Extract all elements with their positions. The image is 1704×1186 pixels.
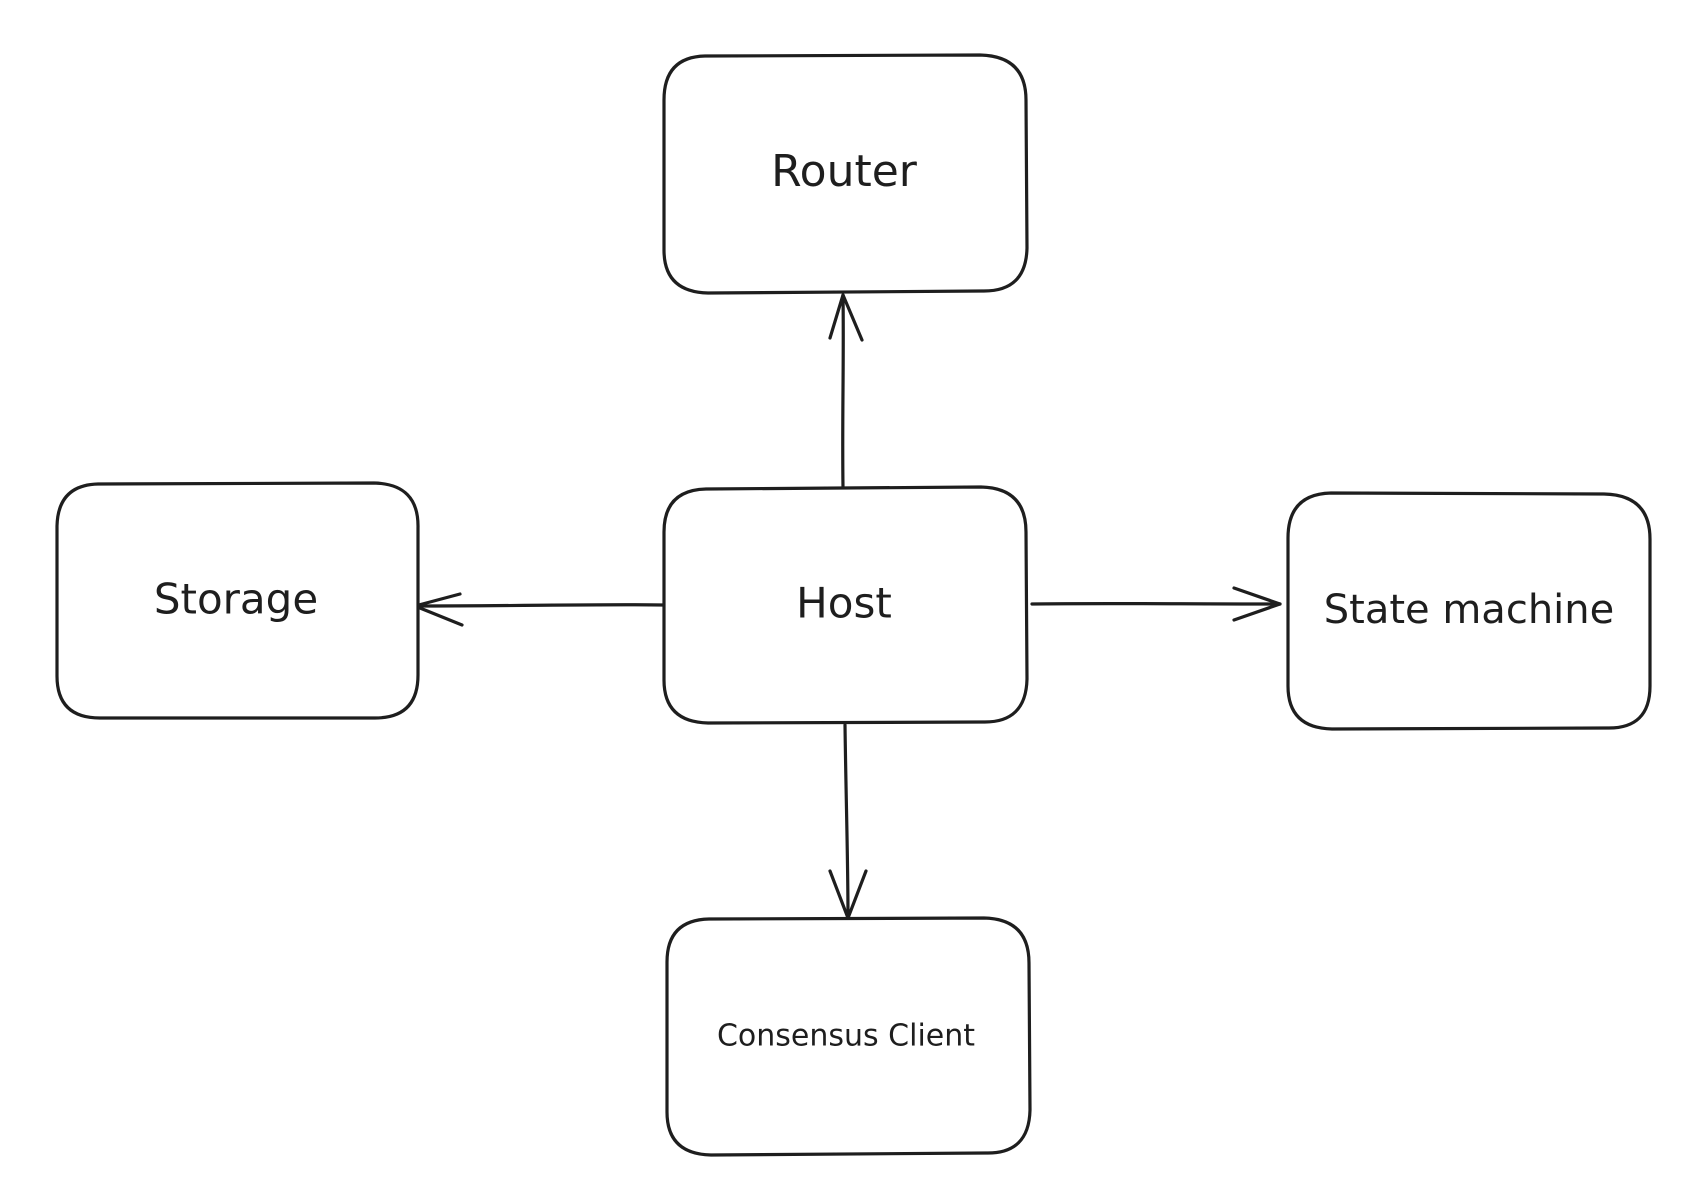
node-router[interactable]: Router: [662, 53, 1029, 295]
node-state-machine-label: State machine: [1324, 587, 1615, 633]
edge-host-state-machine: [1030, 586, 1282, 622]
arrowhead-state-machine: [1232, 586, 1282, 622]
node-host[interactable]: Host: [662, 485, 1029, 725]
arrowhead-router: [828, 293, 864, 342]
node-consensus-client[interactable]: Consensus Client: [665, 916, 1032, 1157]
node-storage-label: Storage: [154, 575, 318, 624]
node-state-machine[interactable]: State machine: [1286, 491, 1652, 731]
edge-host-router: [828, 293, 864, 489]
node-host-label: Host: [796, 579, 892, 628]
node-storage[interactable]: Storage: [55, 481, 420, 720]
edge-host-storage: [413, 592, 665, 627]
edge-host-consensus-client: [828, 723, 868, 920]
arrowhead-storage: [413, 592, 464, 627]
node-router-label: Router: [771, 146, 918, 197]
node-consensus-client-label: Consensus Client: [717, 1019, 975, 1054]
